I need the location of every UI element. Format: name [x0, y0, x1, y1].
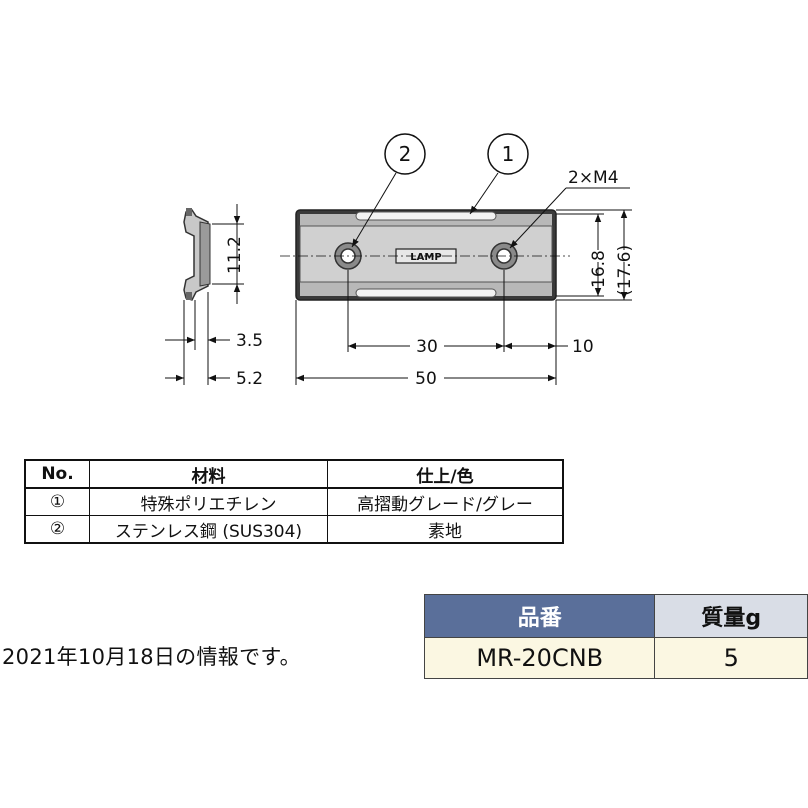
product-table: 品番 質量g MR-20CNB 5 [423, 594, 808, 679]
dim-hole-pitch: 30 [416, 337, 438, 357]
spec-table: No. 材料 仕上/色 ① 特殊ポリエチレン 高摺動グレード/グレー ② ステン… [24, 459, 564, 544]
dim-side-width-total: 5.2 [236, 369, 263, 389]
product-cell-part-no: MR-20CNB [423, 637, 656, 679]
balloon-2-label: 2 [399, 142, 412, 166]
spec-cell-no: ② [24, 515, 90, 544]
product-header-mass: 質量g [654, 594, 808, 638]
balloon-1 [469, 133, 529, 215]
spec-header-finish: 仕上/色 [327, 459, 564, 489]
logo-text: LAMP [410, 252, 441, 263]
dim-side-width-inner: 3.5 [236, 331, 263, 351]
spec-cell-no: ① [24, 487, 90, 516]
spec-header-material: 材料 [89, 459, 328, 489]
thread-label: 2×M4 [568, 168, 619, 188]
dim-length-total: 50 [415, 369, 437, 389]
dim-height-inner: 16.8 [589, 250, 609, 288]
spec-header-no: No. [24, 459, 90, 489]
dim-height-outer: (17.6) [615, 245, 635, 296]
product-header-part-no: 品番 [423, 594, 656, 638]
plan-length-dims [295, 270, 568, 385]
spec-cell-material: 特殊ポリエチレン [89, 487, 328, 516]
table-row: ① 特殊ポリエチレン 高摺動グレード/グレー [24, 487, 564, 516]
technical-drawing: 11.2 3.5 5.2 LAMP 2 1 2×M4 [165, 133, 635, 389]
table-row: MR-20CNB 5 [423, 637, 808, 679]
dim-edge-to-hole: 10 [572, 337, 594, 357]
spec-cell-material: ステンレス鋼 (SUS304) [89, 515, 328, 544]
balloon-1-label: 1 [502, 142, 515, 166]
info-date-note: 2021年10月18日の情報です。 [2, 645, 301, 669]
dim-side-height: 11.2 [225, 236, 245, 274]
spec-table-header: No. 材料 仕上/色 [24, 459, 564, 489]
balloon-2 [351, 133, 426, 248]
spec-cell-finish: 高摺動グレード/グレー [327, 487, 564, 516]
spec-cell-finish: 素地 [327, 515, 564, 544]
table-row: ② ステンレス鋼 (SUS304) 素地 [24, 515, 564, 544]
product-table-header: 品番 質量g [423, 594, 808, 638]
plan-height-dims [556, 209, 632, 301]
side-view [165, 204, 244, 385]
product-cell-mass: 5 [654, 637, 808, 679]
